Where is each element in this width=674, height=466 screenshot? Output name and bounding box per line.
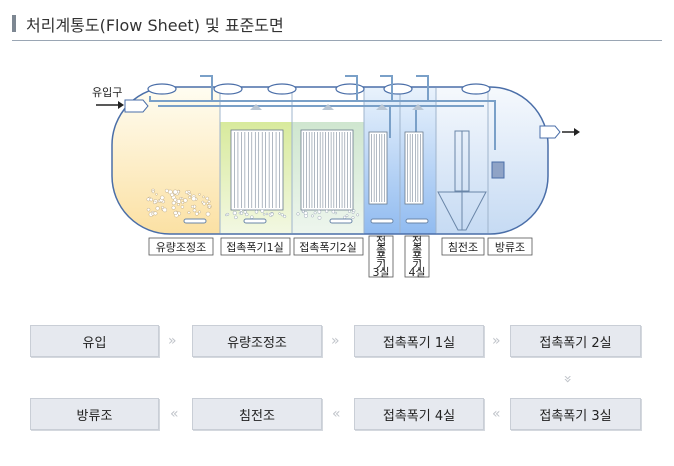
disinfection-unit xyxy=(491,161,505,179)
label-aeration-4-line1: 접 xyxy=(412,235,422,248)
label-aeration-4-line4: 기 xyxy=(412,259,422,272)
label-aeration-3-line5: 3실 xyxy=(372,266,389,279)
flow-step-aeration-3: 접촉폭기 3실 xyxy=(510,398,641,430)
title-marker xyxy=(12,15,16,32)
label-equalization: 유량조정조 xyxy=(156,241,207,254)
section-header: 처리계통도(Flow Sheet) 및 표준도면 xyxy=(12,10,662,41)
air-piping xyxy=(149,75,496,150)
flow-step-aeration-4: 접촉폭기 4실 xyxy=(354,398,484,430)
arrow-left-icon: « xyxy=(332,406,341,422)
flow-step-aeration-1: 접촉폭기 1실 xyxy=(354,325,484,357)
diffusers-top xyxy=(250,104,424,110)
label-aeration-2: 접촉폭기2실 xyxy=(299,241,357,254)
flow-step-equalization: 유량조정조 xyxy=(192,325,322,357)
tank-diagram: 유입구 유량조정조 접촉폭기1실 접촉폭기2실 xyxy=(92,75,580,279)
label-aeration-4-line3: 폭 xyxy=(412,251,422,264)
arrow-right-icon: » xyxy=(168,333,177,349)
contact-media xyxy=(230,129,424,211)
arrow-left-icon: « xyxy=(492,406,501,422)
tank-outline xyxy=(111,86,549,235)
page-title: 처리계통도(Flow Sheet) 및 표준도면 xyxy=(26,16,284,35)
label-aeration-4-line5: 4실 xyxy=(408,266,425,279)
inlet-pipe xyxy=(124,99,149,113)
inlet-arrow-head xyxy=(118,101,124,109)
arrow-right-icon: » xyxy=(492,333,501,349)
equalization-bubbles xyxy=(146,188,360,220)
settling-hopper xyxy=(437,130,487,231)
label-aeration-3-line2: 촉 xyxy=(376,243,386,256)
label-aeration-1: 접촉폭기1실 xyxy=(226,241,284,254)
flow-step-inflow: 유입 xyxy=(30,325,159,357)
compartment-labels: 유량조정조 접촉폭기1실 접촉폭기2실 접 촉 폭 기 3실 접 촉 폭 기 4… xyxy=(148,235,533,279)
outlet-pipe xyxy=(539,125,561,139)
arrow-down-icon: » xyxy=(559,374,576,384)
diffusers-bottom xyxy=(183,218,429,224)
arrow-left-icon: « xyxy=(170,406,179,422)
label-aeration-3-line4: 기 xyxy=(376,259,386,272)
flow-step-aeration-2: 접촉폭기 2실 xyxy=(510,325,641,357)
label-aeration-3-line1: 접 xyxy=(376,235,386,248)
label-settling: 침전조 xyxy=(448,241,478,254)
flow-step-settling: 침전조 xyxy=(192,398,322,430)
manholes xyxy=(147,83,491,95)
label-aeration-4-line2: 촉 xyxy=(412,243,422,256)
partitions xyxy=(219,88,489,233)
flow-step-discharge: 방류조 xyxy=(30,398,159,430)
outlet-arrow-head xyxy=(574,128,580,136)
zone-discharge xyxy=(488,87,548,234)
label-aeration-3-line3: 폭 xyxy=(376,251,386,264)
label-discharge: 방류조 xyxy=(495,241,525,254)
arrow-right-icon: » xyxy=(331,333,340,349)
inlet-label: 유입구 xyxy=(92,86,122,99)
